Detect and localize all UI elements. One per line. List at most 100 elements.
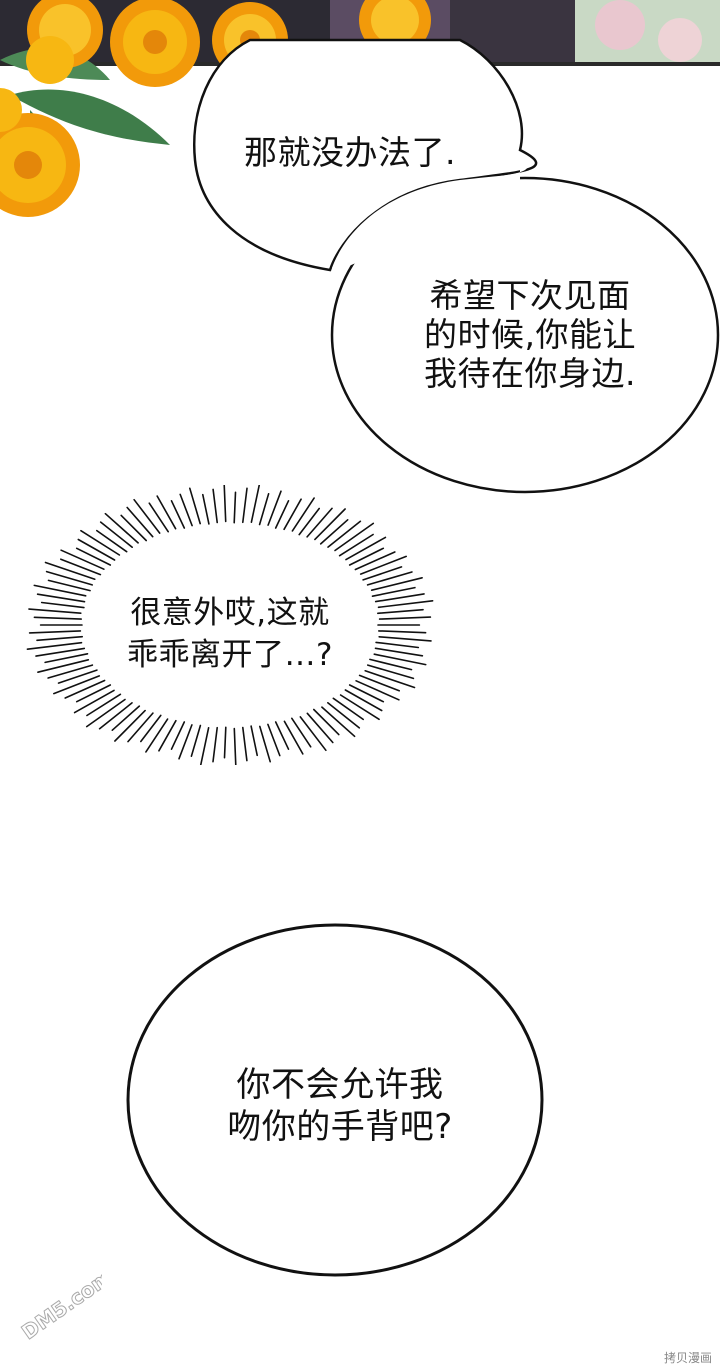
burst-ray [47, 579, 91, 592]
burst-ray [44, 561, 96, 580]
burst-ray [327, 520, 362, 548]
burst-ray [44, 653, 89, 664]
burst-ray [314, 508, 346, 541]
burst-ray [86, 693, 122, 717]
burst-ray [374, 593, 425, 603]
bubble-1-line: 那就没办法了. [244, 133, 456, 172]
burst-line: 乖乖离开了…? [127, 637, 333, 673]
burst-ray [33, 616, 83, 620]
burst-ray [290, 717, 312, 748]
speech-bubble-3-text: 你不会允许我 吻你的手背吧? [210, 1064, 470, 1148]
burst-ray [223, 485, 227, 523]
burst-ray [37, 659, 90, 673]
burst-ray [377, 630, 427, 634]
burst-ray [140, 714, 162, 743]
speech-bubble-2-text: 希望下次见面 的时候,你能让 我待在你身边. [405, 276, 655, 393]
burst-ray [45, 570, 93, 586]
burst-ray [77, 538, 116, 561]
burst-ray [339, 694, 380, 721]
burst-ray [170, 721, 186, 751]
burst-ray [345, 536, 387, 561]
burst-ray [158, 719, 177, 752]
burst-ray [332, 697, 365, 721]
burst-ray [223, 726, 227, 759]
bubble-2-line: 希望下次见面 [429, 276, 631, 315]
burst-ray [60, 549, 105, 570]
burst-ray [369, 658, 413, 671]
burst-ray [40, 601, 85, 609]
burst-ray [57, 669, 98, 684]
dm5-logo-text: DM5.com [17, 1270, 102, 1344]
burst-ray [47, 664, 94, 679]
burst-ray [73, 689, 115, 714]
speech-bubble-3 [126, 923, 544, 1277]
burst-ray [344, 689, 383, 712]
burst-ray [133, 498, 161, 534]
burst-ray [267, 723, 281, 757]
burst-ray [104, 512, 139, 544]
burst-ray [33, 584, 87, 597]
burst-ray [212, 488, 218, 524]
burst-ray [126, 506, 154, 538]
burst-ray [299, 716, 327, 752]
burst-ray [348, 684, 385, 703]
burst-ray [75, 547, 112, 566]
burst-ray [312, 708, 340, 736]
speech-bubble-1-text: 那就没办法了. [240, 133, 460, 172]
burst-ray [359, 555, 408, 575]
burst-ray [274, 500, 290, 529]
burst-ray [52, 675, 101, 695]
burst-ray [233, 491, 237, 524]
bubble-3-line: 你不会允许我 [236, 1065, 444, 1105]
dm5-logo-watermark: DM5.com [17, 1270, 102, 1345]
bubble-2-line: 我待在你身边. [424, 354, 636, 393]
burst-ray [306, 507, 333, 538]
burst-ray [364, 670, 416, 689]
burst-ray [259, 725, 271, 763]
burst-ray [178, 724, 193, 760]
burst-ray [242, 487, 248, 524]
burst-ray [374, 647, 424, 657]
copy-manga-watermark: 拷贝漫画 [663, 1351, 712, 1365]
burst-ray [98, 702, 133, 730]
burst-line: 很意外哎,这就 [130, 595, 330, 631]
burst-ray [377, 600, 434, 609]
burst-ray [250, 485, 261, 524]
burst-ray [321, 706, 356, 738]
bubble-3-line: 吻你的手背吧? [227, 1107, 453, 1147]
burst-ray [338, 533, 374, 557]
speech-bubbles-top [193, 38, 720, 494]
burst-ray [274, 721, 290, 751]
burst-ray [358, 674, 401, 692]
burst-ray [114, 709, 146, 742]
burst-ray [283, 498, 302, 531]
burst-ray [373, 653, 427, 666]
burst-ray [370, 577, 423, 591]
burst-ray [179, 493, 193, 527]
burst-ray [96, 529, 128, 553]
burst-ray [36, 593, 86, 603]
burst-ray [242, 726, 248, 762]
burst-ray [170, 500, 186, 529]
burst-ray [80, 529, 121, 556]
burst-ray [148, 502, 169, 533]
burst-ray [378, 636, 432, 642]
burst-ray [28, 630, 82, 634]
burst-ray [26, 641, 83, 650]
burst-ray [355, 680, 400, 701]
burst-ray [127, 712, 154, 743]
burst-ray [156, 495, 177, 530]
burst-ray [378, 616, 432, 620]
burst-ray [376, 608, 424, 615]
burst-ray [250, 725, 258, 757]
burst-ray [371, 586, 416, 597]
burst-ray [326, 702, 361, 729]
burst-ray [348, 547, 385, 566]
burst-ray [85, 698, 126, 728]
burst-ray [75, 684, 112, 703]
burst-ray [258, 493, 270, 526]
burst-ray [298, 507, 321, 536]
burst-ray [366, 664, 415, 680]
burst-ray [212, 726, 218, 763]
burst-ray [189, 487, 201, 525]
